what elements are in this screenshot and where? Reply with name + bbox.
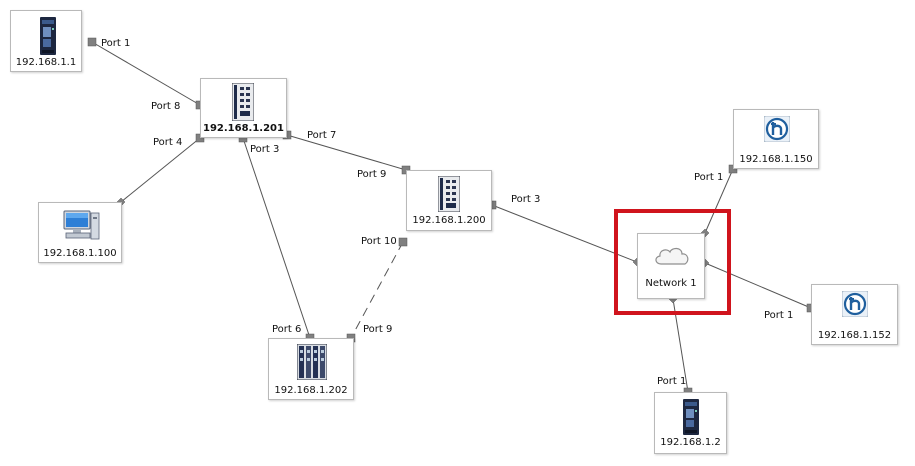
port-label-h150-port1: Port 1 — [694, 172, 724, 183]
cloud-icon — [655, 247, 689, 265]
link-network1-h152[interactable] — [704, 262, 812, 309]
device-node-192-168-1-202[interactable]: 192.168.1.202 — [268, 338, 354, 400]
device-node-192-168-1-1[interactable]: 192.168.1.1 — [10, 10, 82, 72]
port-label-sw201-port8: Port 8 — [151, 101, 181, 112]
link-sw1-sw201[interactable] — [91, 41, 201, 106]
link-network1-h150[interactable] — [704, 168, 734, 234]
modular-switch-icon — [297, 344, 327, 380]
device-ip-label: 192.168.1.1 — [15, 57, 77, 68]
link-sw200-network1[interactable] — [491, 204, 638, 263]
device-node-192-168-1-100[interactable]: 192.168.1.100 — [38, 202, 122, 263]
device-node-192-168-1-200[interactable]: 192.168.1.200 — [406, 170, 492, 231]
port-label-sw1-port1: Port 1 — [101, 38, 131, 49]
hirschmann-logo-icon — [842, 291, 868, 317]
device-node-192-168-1-2[interactable]: 192.168.1.2 — [654, 392, 727, 454]
port-marker[interactable] — [87, 37, 97, 47]
device-node-192-168-1-152[interactable]: 192.168.1.152 — [811, 284, 898, 345]
device-ip-label: 192.168.1.202 — [274, 385, 348, 396]
rack-switch-icon — [232, 83, 254, 121]
device-node-192-168-1-150[interactable]: 192.168.1.150 — [733, 109, 819, 169]
port-label-sw201-port3: Port 3 — [250, 144, 280, 155]
highlight-box — [614, 209, 731, 315]
device-ip-label: 192.168.1.152 — [817, 330, 892, 341]
desktop-computer-icon — [63, 210, 100, 240]
network-cloud-node[interactable]: Network 1 — [637, 233, 705, 299]
port-label-sw201-port4: Port 4 — [153, 137, 183, 148]
port-label-sw2-port1: Port 1 — [657, 376, 687, 387]
device-ip-label: 192.168.1.201 — [203, 123, 284, 134]
din-rail-switch-icon — [683, 399, 699, 435]
port-label-sw200-port10: Port 10 — [361, 236, 397, 247]
port-label-sw200-port9: Port 9 — [357, 169, 387, 180]
device-node-192-168-1-201[interactable]: 192.168.1.201 — [200, 78, 287, 138]
link-sw200-sw202-dashed[interactable] — [350, 241, 404, 339]
link-sw201-pc100[interactable] — [120, 137, 201, 203]
hirschmann-logo-icon — [764, 116, 790, 142]
device-ip-label: 192.168.1.150 — [739, 154, 813, 165]
device-ip-label: 192.168.1.200 — [412, 215, 486, 226]
port-label-sw202-port9: Port 9 — [363, 324, 393, 335]
port-label-h152-port1: Port 1 — [764, 310, 794, 321]
network-label: Network 1 — [645, 278, 697, 289]
link-sw201-sw202[interactable] — [242, 137, 311, 339]
device-ip-label: 192.168.1.2 — [660, 437, 721, 448]
port-label-sw202-port6: Port 6 — [272, 324, 302, 335]
link-sw201-sw200[interactable] — [286, 134, 407, 171]
din-rail-switch-icon — [40, 17, 56, 55]
port-label-sw200-port3: Port 3 — [511, 194, 541, 205]
device-ip-label: 192.168.1.100 — [43, 248, 117, 259]
port-marker[interactable] — [398, 237, 408, 247]
port-label-sw201-port7: Port 7 — [307, 130, 337, 141]
rack-switch-icon — [438, 176, 460, 212]
